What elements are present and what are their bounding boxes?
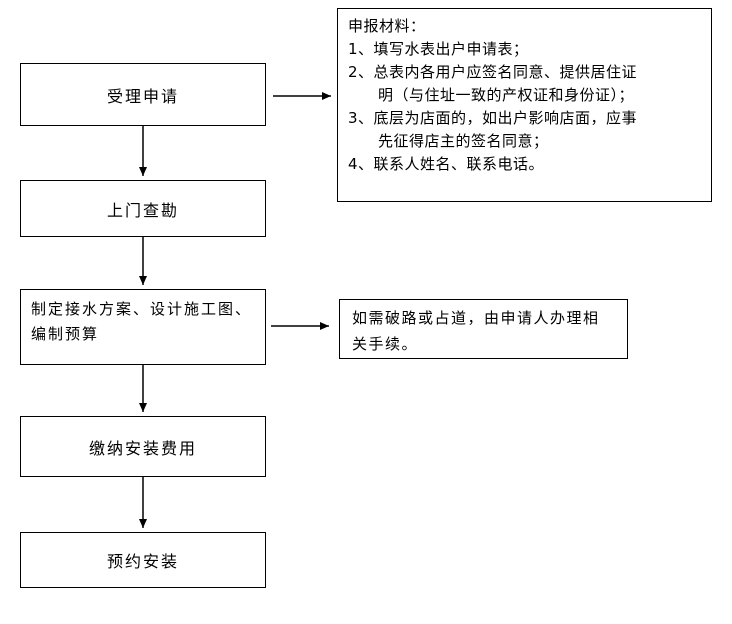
materials-note: 申报材料： 1、填写水表出户申请表； 2、总表内各用户应签名同意、提供居住证 明… — [337, 8, 712, 202]
materials-item: 3、底层为店面的，如出户影响店面，应事 — [348, 109, 638, 127]
step-label: 制定接水方案、设计施工图、编制预算 — [31, 300, 253, 343]
step-label: 上门查勘 — [106, 200, 179, 220]
materials-item: 1、填写水表出户申请表； — [348, 40, 529, 58]
step-pay-installation-fee: 缴纳安装费用 — [20, 416, 266, 477]
materials-item: 2、总表内各用户应签名同意、提供居住证 — [348, 63, 638, 81]
materials-item: 4、联系人姓名、联系电话。 — [348, 155, 545, 173]
road-permit-text: 如需破路或占道，由申请人办理相关手续。 — [352, 309, 600, 353]
step-label: 缴纳安装费用 — [88, 438, 197, 458]
step-design-plan: 制定接水方案、设计施工图、编制预算 — [20, 289, 266, 365]
step-accept-application: 受理申请 — [20, 63, 266, 126]
step-schedule-installation: 预约安装 — [20, 532, 266, 588]
materials-title: 申报材料： — [348, 17, 426, 35]
step-site-survey: 上门查勘 — [20, 180, 266, 237]
step-label: 预约安装 — [106, 552, 179, 571]
road-permit-note: 如需破路或占道，由申请人办理相关手续。 — [339, 299, 628, 359]
materials-item: 先征得店主的签名同意； — [378, 132, 549, 150]
step-label: 受理申请 — [106, 86, 179, 106]
materials-item: 明（与住址一致的产权证和身份证）； — [378, 86, 635, 104]
